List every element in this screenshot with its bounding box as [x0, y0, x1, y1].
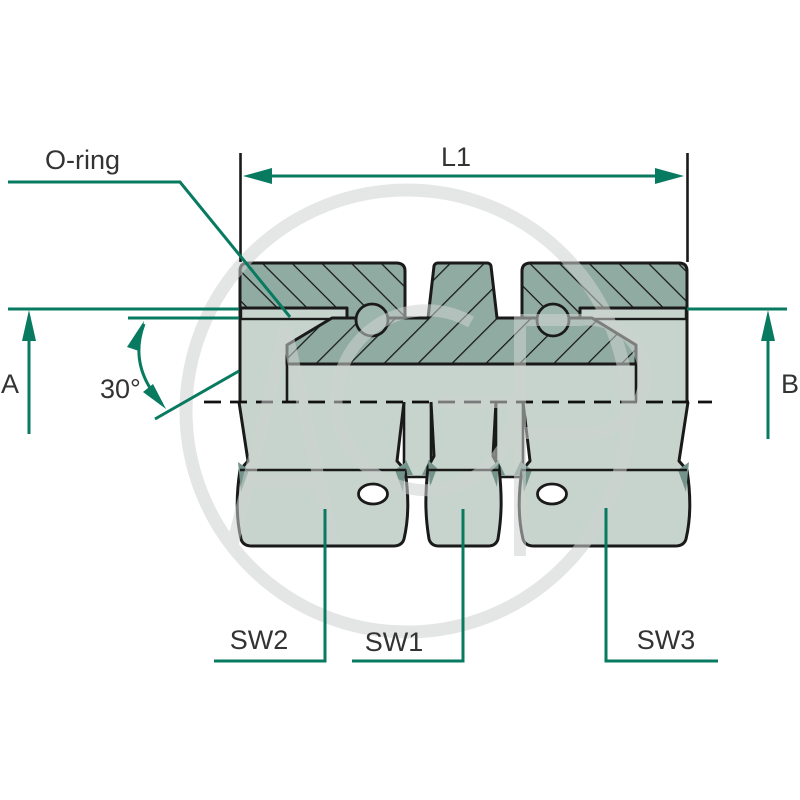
o-ring-leader: [8, 180, 292, 318]
hex-chamfer: [428, 460, 437, 487]
sw2-leader: [214, 509, 327, 663]
arrowhead-up: [22, 310, 36, 341]
arrowhead-left: [243, 168, 272, 184]
arrowhead-right: [655, 168, 684, 184]
arrowhead-arc-bottom: [143, 384, 166, 409]
dimension-l1: [243, 168, 684, 184]
watermark-agp: [179, 183, 651, 639]
label-l1: L1: [441, 142, 471, 172]
watermark-letters: [227, 304, 651, 556]
dimension-a: [8, 307, 239, 434]
label-a: A: [1, 369, 19, 399]
sw1-leader: [352, 509, 465, 663]
label-b: B: [781, 369, 799, 399]
right-nut-hole: [536, 482, 568, 506]
arrowhead-arc-top: [127, 321, 144, 351]
dimensions: [8, 153, 787, 663]
gap-chamfer: [405, 458, 413, 475]
label-sw1: SW1: [365, 627, 424, 657]
label-30-degrees: 30°: [100, 374, 141, 404]
gap-body-left: [402, 402, 433, 479]
label-sw2: SW2: [230, 625, 289, 655]
dimension-b: [687, 307, 787, 439]
arrowhead-up: [761, 310, 775, 341]
watermark-letter-p-bowl: [520, 313, 651, 440]
label-o-ring: O-ring: [45, 145, 120, 175]
watermark-letter-g: [330, 304, 519, 497]
left-nut-hole: [357, 482, 389, 506]
label-sw3: SW3: [637, 625, 696, 655]
right-nut-section: [520, 261, 689, 320]
dimension-cone-angle: [127, 316, 240, 421]
sw3-leader: [604, 508, 718, 663]
watermark-letter-a: [227, 326, 339, 545]
